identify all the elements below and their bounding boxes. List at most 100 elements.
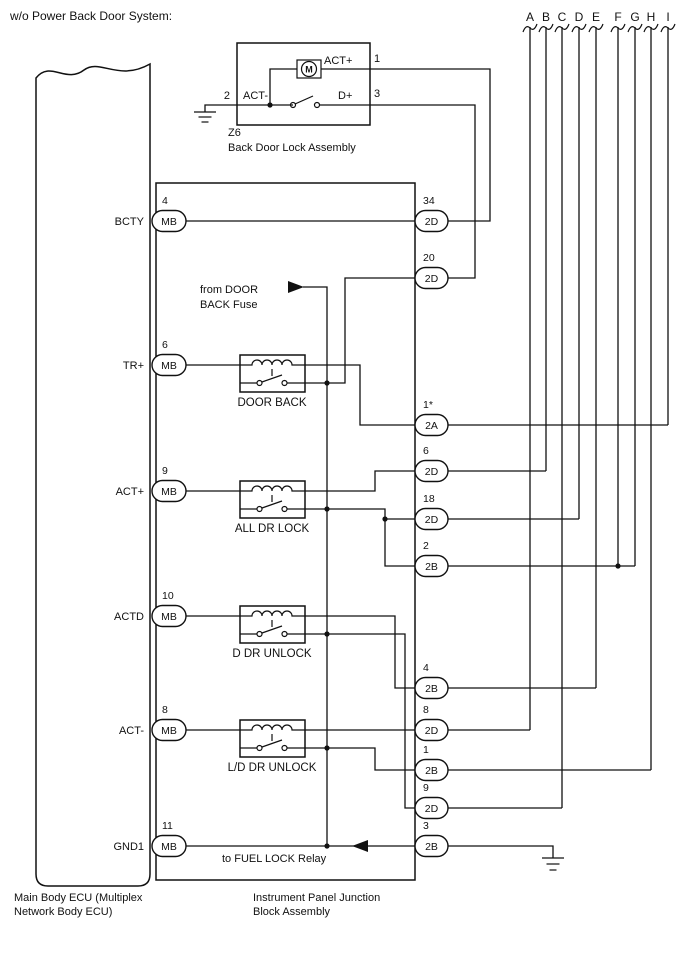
- main-body-ecu-outline: [35, 62, 151, 887]
- switch-contact: [256, 630, 263, 638]
- connector-oval: [414, 554, 449, 578]
- connector-code: 2B: [425, 683, 438, 695]
- junction-block-label-line1: Instrument Panel Junction: [253, 892, 380, 904]
- junction-dot: [324, 631, 330, 637]
- ecu-pin-name: GND1: [113, 841, 144, 853]
- junction-block-connectors: 34 2D 20 2D 1* 2A 6 2D 18 2D 2 2B 4 2B 8…: [414, 195, 449, 858]
- wire: [305, 364, 415, 426]
- wire: [305, 470, 415, 492]
- jb-pin-number: 8: [423, 704, 429, 716]
- connector-oval: [414, 718, 449, 742]
- coil-symbol: [240, 724, 305, 731]
- switch-contact: [281, 505, 288, 513]
- coil-symbol: [240, 610, 305, 617]
- ecu-connectors: BCTY 4 MB TR+ 6 MB ACT+ 9 MB ACTD 10 MB …: [113, 195, 187, 858]
- wire: [448, 845, 554, 858]
- connector-oval-mb: [151, 353, 187, 377]
- relay-box: [239, 480, 306, 519]
- offpage-letter-a: A: [526, 10, 534, 24]
- offpage-letter-d: D: [575, 10, 584, 24]
- connector-code: MB: [161, 611, 177, 623]
- ecu-pin-number: 10: [162, 590, 174, 602]
- coil-symbol: [240, 485, 305, 492]
- offpage-letter-f: F: [614, 10, 621, 24]
- fuse-arrow-icon: [288, 281, 304, 293]
- ecu-label-line1: Main Body ECU (Multiplex: [14, 892, 143, 904]
- jb-pin-number: 9: [423, 782, 429, 794]
- connector-code: MB: [161, 841, 177, 853]
- relay-box: [239, 354, 306, 393]
- switch-blade: [261, 500, 283, 509]
- relay-box: [239, 719, 306, 758]
- connector-oval-mb: [151, 209, 187, 233]
- ecu-pin-number: 9: [162, 465, 168, 477]
- diagram-title: w/o Power Back Door System:: [9, 9, 172, 23]
- connector-code: MB: [161, 216, 177, 228]
- jb-pin-number: 1: [423, 744, 429, 756]
- junction-block-outline: [155, 182, 416, 881]
- switch-contact: [313, 101, 321, 109]
- switch-contact: [256, 379, 263, 387]
- pin3-number: 3: [374, 88, 380, 100]
- offpage-connectors: A B C D E F G H I: [522, 10, 676, 808]
- connector-oval-mb: [151, 718, 187, 742]
- junction-dot: [324, 380, 330, 386]
- connector-code: 2B: [425, 765, 438, 777]
- ground-symbol: [194, 111, 216, 123]
- ecu-pin-name: ACT+: [116, 486, 144, 498]
- connector-code: 2D: [425, 466, 439, 478]
- junction-dot: [324, 843, 330, 849]
- relay-label: DOOR BACK: [237, 397, 306, 409]
- switch-contact: [256, 744, 263, 752]
- connector-oval-mb: [151, 604, 187, 628]
- offpage-letter-b: B: [542, 10, 550, 24]
- wire: [305, 508, 415, 567]
- switch-blade: [261, 374, 283, 383]
- connector-code: MB: [161, 486, 177, 498]
- connector-code: 2D: [425, 803, 439, 815]
- back-door-lock-assembly: M ACT+ 1 2 ACT- D+ 3 Z6 Back Door Lock A…: [194, 42, 380, 154]
- switch-blade: [294, 95, 314, 105]
- ecu-pin-name: TR+: [123, 360, 144, 372]
- wire: [305, 747, 415, 771]
- jb-pin-number: 20: [423, 252, 435, 264]
- jb-pin-number: 2: [423, 540, 429, 552]
- connector-oval: [414, 266, 449, 290]
- fuse-note-line1: from DOOR: [200, 284, 258, 296]
- motor-letter: M: [305, 65, 313, 75]
- pin3-label: D+: [338, 90, 352, 102]
- relay-door-back: DOOR BACK: [237, 354, 307, 409]
- ecu-pin-name: ACT-: [119, 725, 144, 737]
- relay-all-dr-lock: ALL DR LOCK: [235, 480, 310, 535]
- switch-blade: [261, 739, 283, 748]
- fuel-lock-arrow-icon: [352, 840, 368, 852]
- component-name: Back Door Lock Assembly: [228, 142, 356, 154]
- jb-pin-number: 1*: [423, 399, 433, 411]
- connector-oval: [414, 758, 449, 782]
- connector-oval-mb: [151, 834, 187, 858]
- relay-box: [239, 605, 306, 644]
- wire: [370, 104, 476, 279]
- offpage-letter-g: G: [630, 10, 639, 24]
- switch-contact: [281, 744, 288, 752]
- ecu-pin-name: ACTD: [114, 611, 144, 623]
- connector-oval-mb: [151, 479, 187, 503]
- connector-oval: [414, 507, 449, 531]
- junction-dot: [324, 745, 330, 751]
- ecu-pin-number: 8: [162, 704, 168, 716]
- relay-label: D DR UNLOCK: [232, 648, 312, 660]
- ecu-pin-number: 11: [162, 820, 173, 832]
- connector-code: 2B: [425, 841, 438, 853]
- fuel-lock-note: to FUEL LOCK Relay: [222, 853, 327, 865]
- wire: [305, 633, 415, 809]
- wire: [204, 104, 237, 112]
- offpage-letter-i: I: [666, 10, 669, 24]
- connector-code: 2D: [425, 273, 439, 285]
- pin2-number: 2: [224, 90, 230, 102]
- motor-circle: [300, 60, 318, 78]
- connector-code: MB: [161, 360, 177, 372]
- relay-d-dr-unlock: D DR UNLOCK: [232, 605, 312, 660]
- ecu-pin-number: 6: [162, 339, 168, 351]
